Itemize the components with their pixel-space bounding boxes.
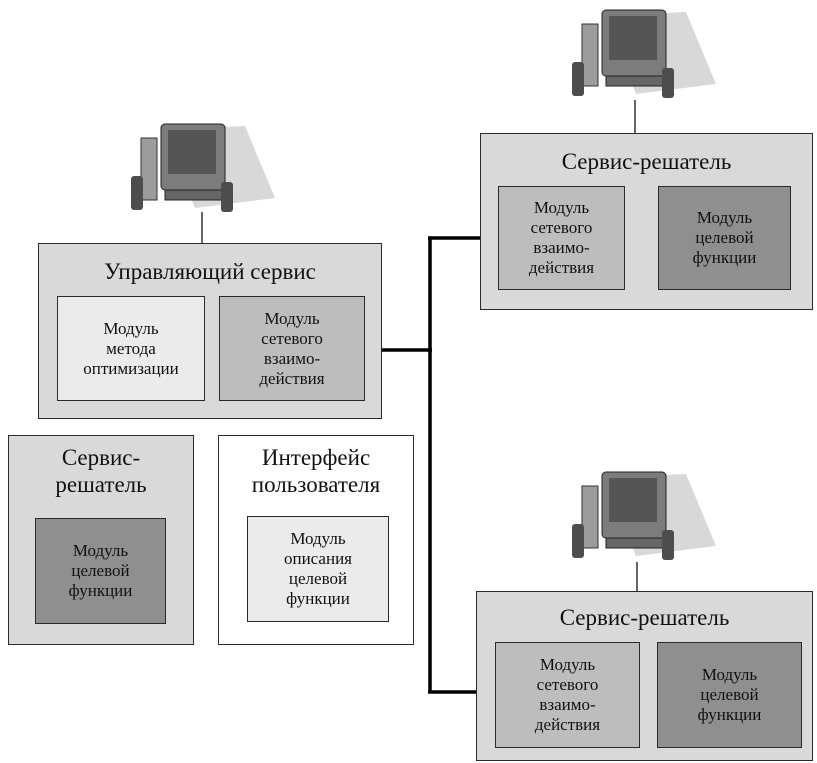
local-solver-title: Сервис- решатель	[55, 445, 147, 497]
optimization-module-label: Модуль метода оптимизации	[83, 318, 179, 378]
local-target-module: Модуль целевой функции	[35, 518, 166, 624]
top-target-module-label: Модуль целевой функции	[692, 208, 757, 267]
control-service-box: Управляющий сервис Модуль метода оптимиз…	[38, 243, 382, 419]
user-interface-box: Интерфейс пользователя Модуль описания ц…	[218, 435, 414, 645]
top-network-module: Модуль сетевого взаимо- действия	[498, 186, 625, 290]
remote-solver-bottom-title: Сервис-решатель	[559, 605, 730, 630]
user-interface-title: Интерфейс пользователя	[251, 445, 381, 497]
computer-icon	[572, 471, 716, 560]
computer-icon	[131, 123, 275, 212]
bottom-target-module: Модуль целевой функции	[657, 642, 802, 748]
control-service-title: Управляющий сервис	[104, 259, 316, 284]
local-solver-box: Сервис- решатель Модуль целевой функции	[8, 435, 194, 645]
description-module: Модуль описания целевой функции	[247, 516, 389, 622]
remote-solver-top-title: Сервис-решатель	[561, 149, 732, 174]
bottom-target-module-label: Модуль целевой функции	[697, 665, 762, 724]
local-target-module-label: Модуль целевой функции	[68, 541, 133, 600]
top-network-module-label: Модуль сетевого взаимо- действия	[528, 198, 595, 277]
description-module-label: Модуль описания целевой функции	[283, 529, 352, 608]
control-network-module: Модуль сетевого взаимо- действия	[219, 296, 365, 401]
bottom-network-module: Модуль сетевого взаимо- действия	[495, 642, 640, 748]
remote-solver-bottom-box: Сервис-решатель Модуль сетевого взаимо- …	[476, 591, 813, 761]
computer-icon	[572, 9, 716, 98]
optimization-module: Модуль метода оптимизации	[57, 296, 205, 401]
control-network-module-label: Модуль сетевого взаимо- действия	[259, 308, 325, 388]
remote-solver-top-box: Сервис-решатель Модуль сетевого взаимо- …	[480, 133, 813, 310]
top-target-module: Модуль целевой функции	[658, 186, 791, 290]
bottom-network-module-label: Модуль сетевого взаимо- действия	[534, 655, 601, 734]
